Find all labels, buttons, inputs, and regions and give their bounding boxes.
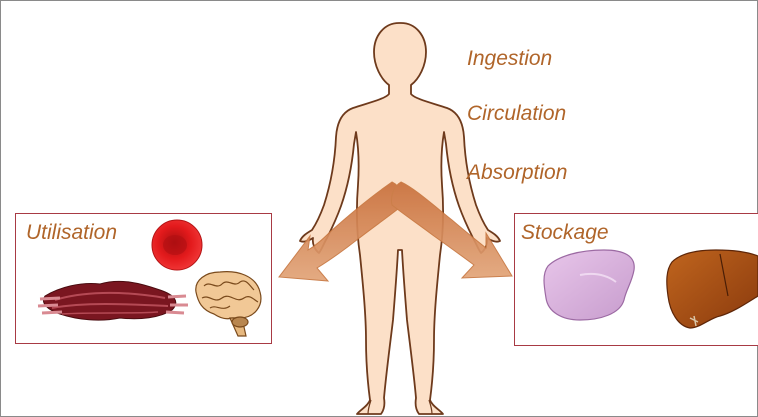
utilisation-title: Utilisation xyxy=(26,221,117,245)
muscle-icon xyxy=(38,281,188,320)
red-blood-cell-icon xyxy=(152,220,202,270)
stockage-title: Stockage xyxy=(521,221,609,245)
spleen-icon xyxy=(544,250,634,320)
step-absorption-label: Absorption xyxy=(467,161,567,185)
brain-icon xyxy=(196,272,261,336)
step-ingestion-label: Ingestion xyxy=(467,47,552,71)
liver-icon xyxy=(667,250,758,328)
step-circulation-label: Circulation xyxy=(467,102,566,126)
human-body-figure xyxy=(300,23,500,414)
